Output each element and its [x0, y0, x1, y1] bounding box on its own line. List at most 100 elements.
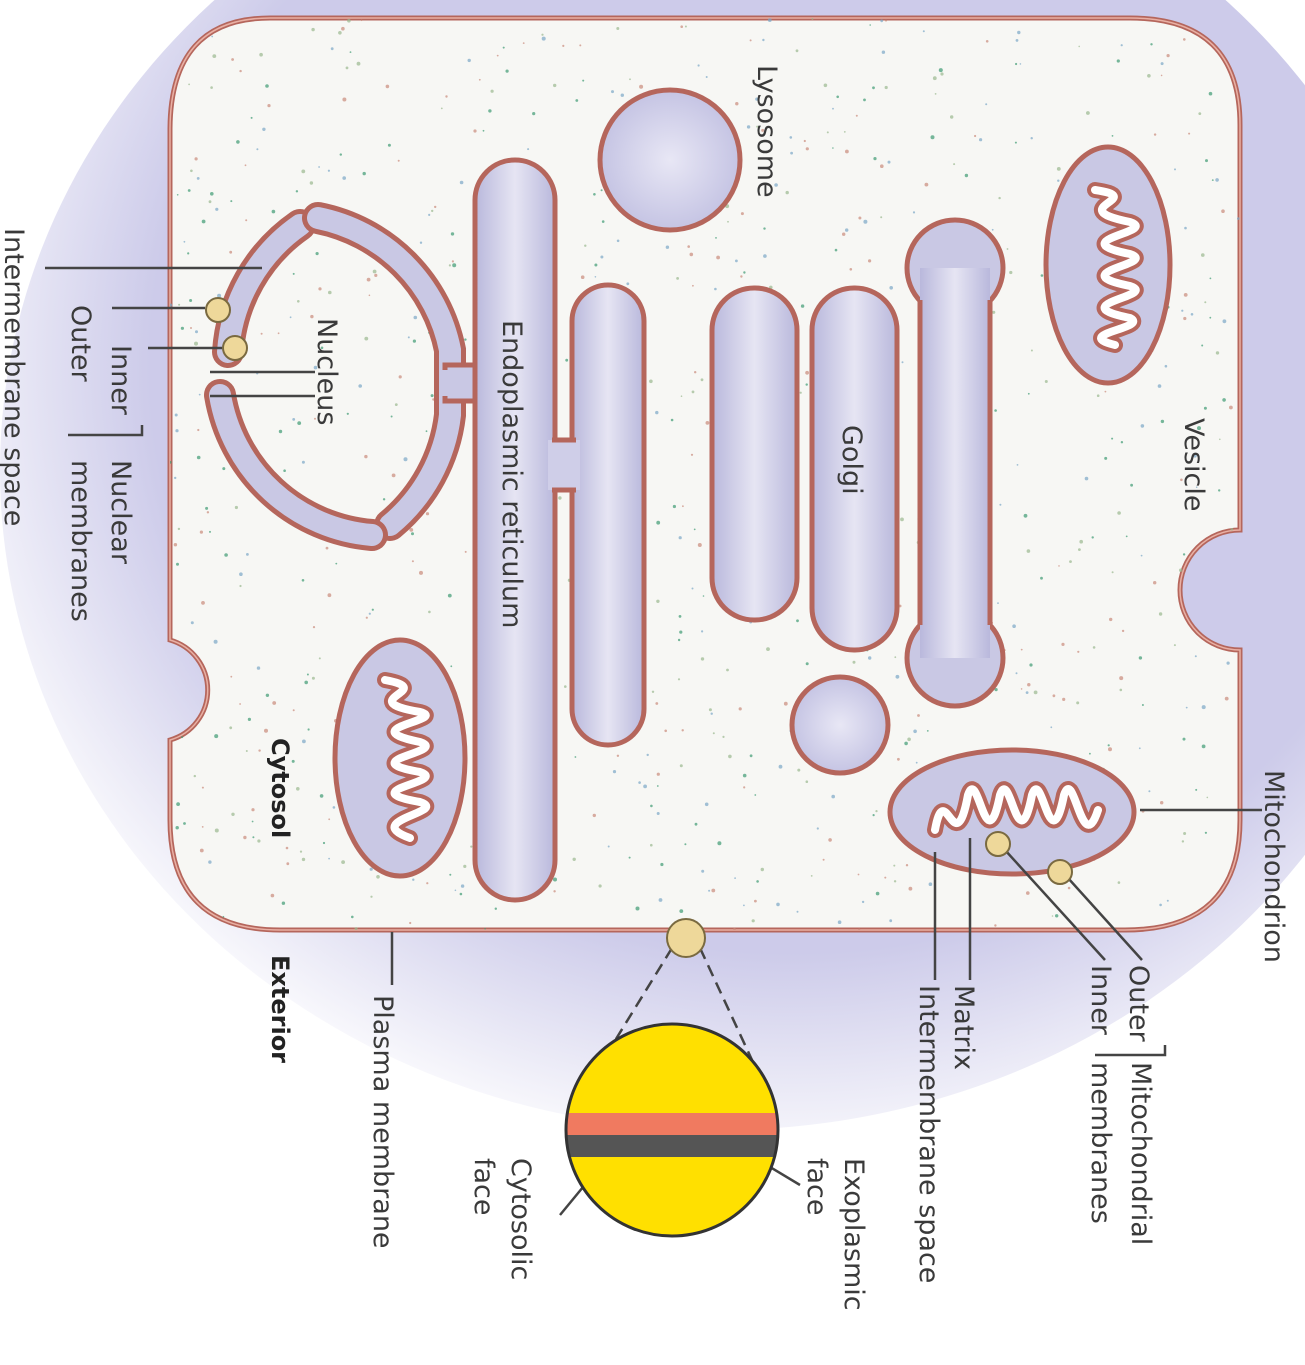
- speckle: [691, 454, 693, 456]
- speckle: [657, 812, 660, 815]
- speckle: [1105, 391, 1107, 393]
- speckle: [1028, 393, 1030, 395]
- speckle: [411, 532, 414, 535]
- speckle: [452, 260, 454, 262]
- speckle: [727, 221, 729, 223]
- mito-outer-marker: [1048, 860, 1072, 884]
- speckle: [449, 264, 451, 266]
- speckle: [1159, 904, 1162, 907]
- speckle: [806, 147, 809, 150]
- speckle: [1027, 683, 1030, 686]
- speckle: [779, 765, 783, 769]
- speckle: [278, 332, 280, 334]
- speckle: [997, 602, 999, 604]
- speckle: [1109, 618, 1112, 621]
- speckle: [207, 511, 209, 513]
- speckle: [992, 229, 994, 231]
- label-plasma-membrane: Plasma membrane: [367, 995, 398, 1249]
- speckle: [1057, 180, 1059, 182]
- speckle: [835, 249, 838, 252]
- speckle: [722, 736, 724, 738]
- speckle: [716, 256, 720, 260]
- speckle: [1182, 840, 1184, 842]
- speckle: [355, 927, 358, 930]
- speckle: [717, 841, 721, 845]
- speckle: [709, 708, 712, 711]
- speckle: [413, 340, 416, 343]
- speckle: [209, 531, 211, 533]
- speckle: [913, 211, 915, 213]
- speckle: [1139, 747, 1141, 749]
- speckle: [326, 547, 329, 550]
- speckle: [222, 467, 225, 470]
- speckle: [1015, 142, 1017, 144]
- speckle: [1212, 179, 1214, 181]
- speckle: [897, 758, 900, 761]
- label-nuclear-intermembrane-space: Intermembrane space: [0, 228, 29, 526]
- speckle: [754, 900, 757, 903]
- speckle: [199, 394, 201, 396]
- speckle: [412, 560, 414, 562]
- speckle: [896, 675, 900, 679]
- speckle: [495, 908, 497, 910]
- speckle: [392, 474, 396, 478]
- label-mito-outer: Outer: [1123, 965, 1154, 1043]
- speckle: [611, 90, 614, 93]
- speckle: [863, 220, 867, 224]
- speckle: [1031, 137, 1033, 139]
- speckle: [347, 19, 351, 23]
- speckle: [301, 170, 305, 174]
- speckle: [647, 754, 649, 756]
- speckle: [259, 53, 263, 57]
- speckle: [880, 216, 882, 218]
- speckle: [1117, 511, 1121, 515]
- speckle: [197, 456, 201, 460]
- speckle: [1108, 747, 1112, 751]
- speckle: [701, 870, 704, 873]
- speckle: [197, 429, 199, 431]
- speckle: [174, 477, 176, 479]
- speckle: [880, 19, 883, 22]
- speckle: [875, 810, 877, 812]
- speckle: [420, 242, 422, 244]
- speckle: [695, 823, 698, 826]
- speckle: [853, 661, 856, 664]
- speckle: [1069, 560, 1072, 563]
- speckle: [739, 707, 742, 710]
- speckle: [698, 64, 700, 66]
- speckle: [711, 713, 713, 715]
- speckle: [341, 860, 345, 864]
- speckle: [797, 911, 799, 913]
- speckle: [215, 829, 219, 833]
- speckle: [1198, 112, 1201, 115]
- label-lysosome: Lysosome: [751, 65, 782, 198]
- speckle: [1219, 439, 1221, 441]
- speckle: [451, 232, 454, 235]
- speckle: [201, 601, 205, 605]
- speckle: [230, 676, 232, 678]
- speckle: [1097, 394, 1100, 397]
- speckle: [341, 27, 345, 31]
- speckle: [328, 291, 332, 295]
- speckle: [319, 657, 321, 659]
- speckle: [743, 774, 747, 778]
- speckle: [735, 102, 738, 105]
- plasma-membrane-marker: [667, 919, 705, 957]
- speckle: [953, 163, 955, 165]
- speckle: [191, 621, 194, 624]
- speckle: [873, 157, 876, 160]
- speckle: [594, 264, 597, 267]
- speckle: [239, 572, 243, 576]
- speckle: [726, 669, 729, 672]
- speckle: [1121, 44, 1123, 46]
- speckle: [230, 200, 232, 202]
- label-golgi: Golgi: [836, 425, 867, 495]
- speckle: [286, 847, 289, 850]
- speckle: [246, 750, 248, 752]
- speckle: [1205, 832, 1207, 834]
- speckle: [370, 896, 372, 898]
- speckle: [564, 685, 567, 688]
- speckle: [414, 316, 418, 320]
- speckle: [1201, 253, 1205, 257]
- speckle: [1227, 662, 1230, 665]
